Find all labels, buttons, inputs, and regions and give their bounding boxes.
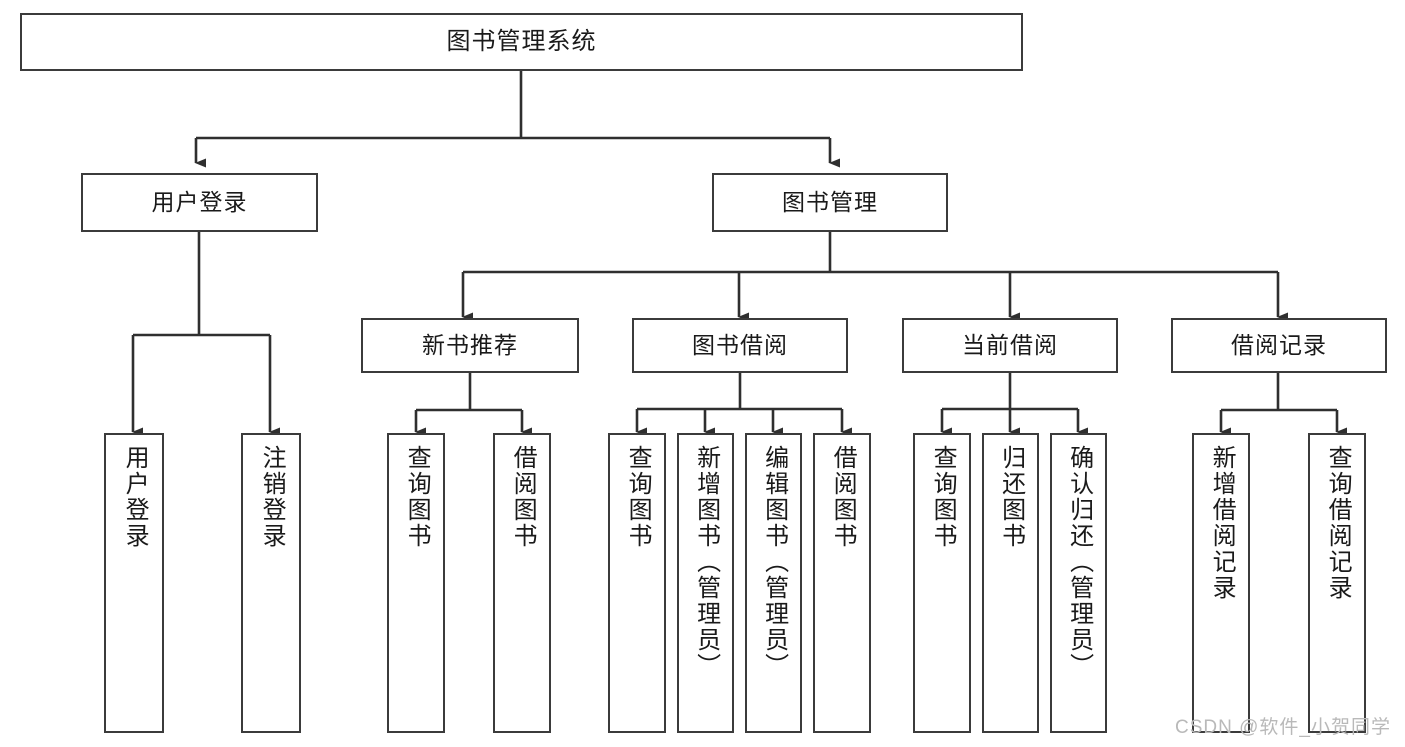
node-leaf-borrow-book-2[interactable]: 借阅图书 — [813, 433, 871, 733]
node-leaf-query-book-3-label: 查询图书 — [929, 445, 957, 549]
node-leaf-query-record[interactable]: 查询借阅记录 — [1308, 433, 1366, 733]
node-leaf-query-record-label: 查询借阅记录 — [1324, 445, 1352, 601]
node-borrow-record-label: 借阅记录 — [1231, 331, 1327, 358]
node-leaf-borrow-book-1-label: 借阅图书 — [509, 445, 537, 549]
node-leaf-edit-book-label: 编辑图书（管理员） — [760, 445, 788, 679]
node-leaf-query-book-1[interactable]: 查询图书 — [387, 433, 445, 733]
node-leaf-add-book[interactable]: 新增图书（管理员） — [677, 433, 734, 733]
node-leaf-query-book-1-label: 查询图书 — [403, 445, 431, 549]
node-leaf-query-book-2-label: 查询图书 — [624, 445, 652, 549]
node-leaf-edit-book[interactable]: 编辑图书（管理员） — [745, 433, 802, 733]
node-new-book-recommend[interactable]: 新书推荐 — [361, 318, 579, 373]
node-root-label: 图书管理系统 — [446, 27, 597, 55]
node-book-borrow[interactable]: 图书借阅 — [632, 318, 848, 373]
node-current-borrow[interactable]: 当前借阅 — [902, 318, 1118, 373]
node-leaf-add-book-label: 新增图书（管理员） — [692, 445, 720, 679]
node-user-login-label: 用户登录 — [151, 188, 248, 215]
node-book-manage[interactable]: 图书管理 — [712, 173, 948, 232]
node-leaf-confirm-return-label: 确认归还（管理员） — [1065, 445, 1093, 679]
node-leaf-query-book-3[interactable]: 查询图书 — [913, 433, 971, 733]
node-leaf-user-login[interactable]: 用户登录 — [104, 433, 164, 733]
node-leaf-add-record-label: 新增借阅记录 — [1208, 445, 1236, 601]
node-leaf-logout-label: 注销登录 — [258, 445, 286, 549]
node-borrow-record[interactable]: 借阅记录 — [1171, 318, 1387, 373]
node-leaf-logout[interactable]: 注销登录 — [241, 433, 301, 733]
node-current-borrow-label: 当前借阅 — [962, 331, 1058, 358]
node-root[interactable]: 图书管理系统 — [20, 13, 1023, 71]
node-leaf-user-login-label: 用户登录 — [121, 445, 149, 549]
node-leaf-return-book[interactable]: 归还图书 — [982, 433, 1039, 733]
node-leaf-borrow-book-1[interactable]: 借阅图书 — [493, 433, 551, 733]
csdn-watermark: CSDN @软件_小贺同学 — [1175, 717, 1391, 738]
node-leaf-borrow-book-2-label: 借阅图书 — [829, 445, 857, 549]
node-leaf-return-book-label: 归还图书 — [997, 445, 1025, 549]
node-leaf-add-record[interactable]: 新增借阅记录 — [1192, 433, 1250, 733]
node-leaf-confirm-return[interactable]: 确认归还（管理员） — [1050, 433, 1107, 733]
node-user-login[interactable]: 用户登录 — [81, 173, 318, 232]
node-new-book-recommend-label: 新书推荐 — [422, 331, 518, 358]
node-book-manage-label: 图书管理 — [782, 188, 878, 215]
node-leaf-query-book-2[interactable]: 查询图书 — [608, 433, 666, 733]
node-book-borrow-label: 图书借阅 — [692, 331, 788, 358]
